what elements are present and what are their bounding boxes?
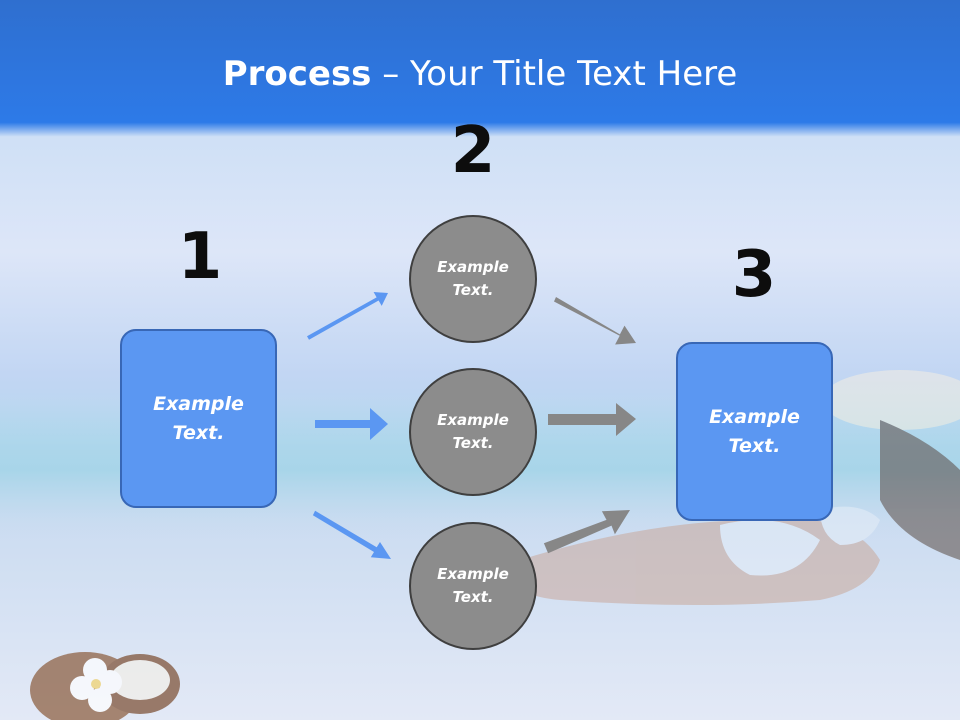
arrow-to-bottom-circle (312, 510, 391, 559)
arrow-to-top-circle (307, 292, 388, 340)
arrow-from-middle-circle (548, 403, 636, 436)
step-2-circle-top: Example Text. (409, 215, 537, 343)
arrow-from-bottom-circle (543, 510, 630, 554)
step-2-circle-bottom-text: Example Text. (437, 565, 509, 606)
step-2-circle-top-text: Example Text. (437, 258, 509, 299)
step-3-number: 3 (731, 238, 777, 312)
title-bold: Process (222, 54, 372, 94)
step-1-box: Example Text. (120, 329, 277, 508)
step-2-circle-bottom: Example Text. (409, 522, 537, 650)
step-2-number: 2 (450, 114, 496, 188)
step-2-circle-middle: Example Text. (409, 368, 537, 496)
title-rest: – Your Title Text Here (371, 54, 738, 94)
step-3-box: Example Text. (676, 342, 833, 521)
coconut-image (30, 652, 180, 720)
step-1-number: 1 (177, 220, 223, 294)
step-1-text: Example Text. (153, 392, 244, 444)
beach-figure-image (515, 370, 960, 605)
step-3-text: Example Text. (709, 405, 800, 457)
slide-title: Process – Your Title Text Here (0, 52, 960, 96)
arrow-to-middle-circle (315, 408, 388, 440)
arrow-from-top-circle (554, 297, 636, 345)
step-2-circle-middle-text: Example Text. (437, 411, 509, 452)
